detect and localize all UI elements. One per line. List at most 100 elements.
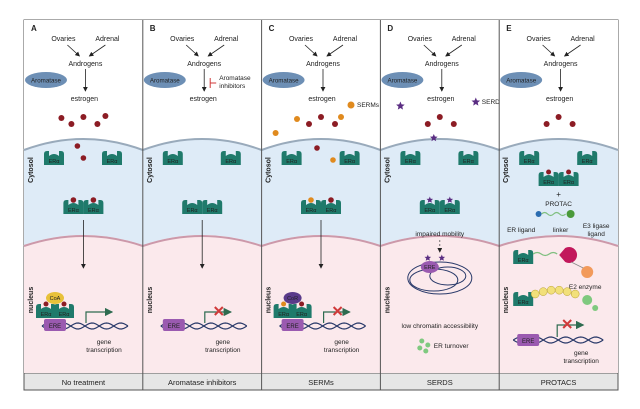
- drug-label: SERDs: [482, 99, 504, 106]
- panel-letter: D: [387, 24, 393, 33]
- ere-box: [281, 319, 304, 331]
- serd-molecule: [424, 254, 432, 261]
- nucleus-label: nucleus: [28, 287, 35, 314]
- degradation-fragment: [582, 295, 593, 305]
- receptor-label: ERα: [41, 312, 53, 318]
- receptor-label: ERα: [107, 159, 119, 165]
- serm-molecule: [294, 116, 300, 122]
- receptor-label: ERα: [187, 208, 199, 214]
- gene-label: gene: [334, 339, 349, 346]
- drug-label: SERMs: [357, 102, 380, 109]
- transcription-arrow: [204, 307, 233, 323]
- ere-box: [162, 319, 185, 331]
- transcription-label: transcription: [324, 347, 360, 354]
- cytosol-region: [499, 139, 618, 245]
- e3-ligand-dot: [566, 210, 575, 218]
- estrogen-molecule: [436, 114, 443, 120]
- panel-caption: SERDS: [427, 378, 453, 387]
- estrogen-molecule: [58, 115, 65, 121]
- ubiquitin: [562, 287, 572, 296]
- estrogen-molecule: [555, 114, 562, 120]
- transcription-arrow: [85, 307, 114, 323]
- coactivator: [46, 292, 64, 304]
- estrogen-molecule: [543, 121, 550, 127]
- er-ligand-dot: [535, 211, 542, 217]
- cell-membrane: [380, 138, 500, 151]
- estrogen-label: estrogen: [71, 96, 98, 103]
- nucleus-label: nucleus: [266, 287, 273, 314]
- transcription-label: transcription: [205, 347, 241, 354]
- aromatase-enzyme: [381, 72, 424, 88]
- aromatase-enzyme: [25, 72, 67, 88]
- estrogen-molecule: [569, 121, 576, 127]
- panel-caption: No treatment: [62, 378, 106, 387]
- nucleus-label: nucleus: [384, 287, 391, 314]
- panel-letter: B: [150, 24, 156, 33]
- degraded-fragment: [423, 348, 429, 354]
- adrenal-label: Adrenal: [95, 36, 120, 43]
- estrogen-molecule: [68, 121, 75, 127]
- nucleus-region: [380, 235, 500, 373]
- er-alpha-receptor: ERα: [291, 304, 312, 318]
- receptor-label: ERα: [524, 159, 536, 165]
- er-alpha-receptor: ERα: [281, 151, 302, 165]
- receptor-label: ERα: [49, 159, 61, 165]
- estrogen-molecule: [450, 121, 457, 127]
- receptor-label: ERα: [88, 208, 100, 214]
- gene-label: gene: [216, 339, 231, 346]
- ere-label: ERE: [522, 339, 534, 345]
- aromatase-label: Aromatase: [387, 78, 417, 85]
- adrenal-label: Adrenal: [452, 36, 477, 43]
- er-alpha-receptor: ERα: [202, 200, 223, 214]
- nucleus-label: nucleus: [147, 287, 154, 314]
- estrogen-label: estrogen: [427, 96, 454, 103]
- estrogen-molecule: [43, 301, 49, 307]
- receptor-label: ERα: [563, 180, 575, 186]
- estrogen-molecule: [90, 197, 97, 203]
- er-alpha-receptor: ERα: [400, 151, 421, 165]
- er-alpha-receptor: ERα: [63, 200, 84, 214]
- corepressor: [283, 292, 302, 304]
- ovaries-label: Ovaries: [170, 36, 195, 43]
- ovaries-label: Ovaries: [408, 36, 433, 43]
- panel-caption: Aromatase inhibitors: [168, 378, 237, 387]
- transcription-arrow: [323, 307, 351, 323]
- ubiquitin: [554, 285, 564, 295]
- receptor-label: ERα: [405, 159, 417, 165]
- ubiquitin: [546, 285, 556, 295]
- estrogen-molecule: [70, 197, 77, 203]
- serd-molecule: [396, 101, 405, 110]
- e3-label: E3 ligase: [583, 223, 610, 230]
- receptor-label: ERα: [306, 208, 318, 214]
- cell-membrane: [261, 138, 381, 151]
- aromatase-label: Aromatase: [31, 78, 61, 85]
- androgens-label: Androgens: [306, 61, 340, 68]
- estrogen-molecule: [546, 169, 552, 175]
- receptor-label: ERα: [326, 208, 338, 214]
- serd-molecule: [430, 134, 438, 142]
- estrogen-molecule: [94, 121, 101, 127]
- er-alpha-receptor: ERα: [102, 151, 122, 165]
- blocked-icon: [214, 306, 224, 316]
- ere-box: [517, 334, 540, 346]
- receptor-label: ERα: [296, 312, 308, 318]
- gene-label: gene: [574, 350, 589, 357]
- cytosol-label: Cytosol: [147, 157, 154, 183]
- chromatin-label: low chromatin accessibility: [402, 323, 479, 330]
- adrenal-label: Adrenal: [214, 36, 239, 43]
- ubiquitin: [530, 289, 540, 299]
- er-alpha-receptor: ERα: [54, 304, 74, 318]
- panel-caption: PROTACS: [541, 378, 577, 387]
- degraded-fragment: [425, 342, 431, 348]
- blocked-icon: [332, 306, 343, 316]
- estrogen-molecule: [306, 121, 312, 127]
- receptor-label: ERα: [424, 208, 436, 214]
- receptor-label: ERα: [543, 180, 555, 186]
- receptor-label: ERα: [518, 300, 530, 306]
- aromatase-enzyme: [143, 72, 186, 88]
- cell-membrane: [142, 138, 262, 151]
- receptor-label: ERα: [207, 208, 219, 214]
- adrenal-label: Adrenal: [333, 36, 358, 43]
